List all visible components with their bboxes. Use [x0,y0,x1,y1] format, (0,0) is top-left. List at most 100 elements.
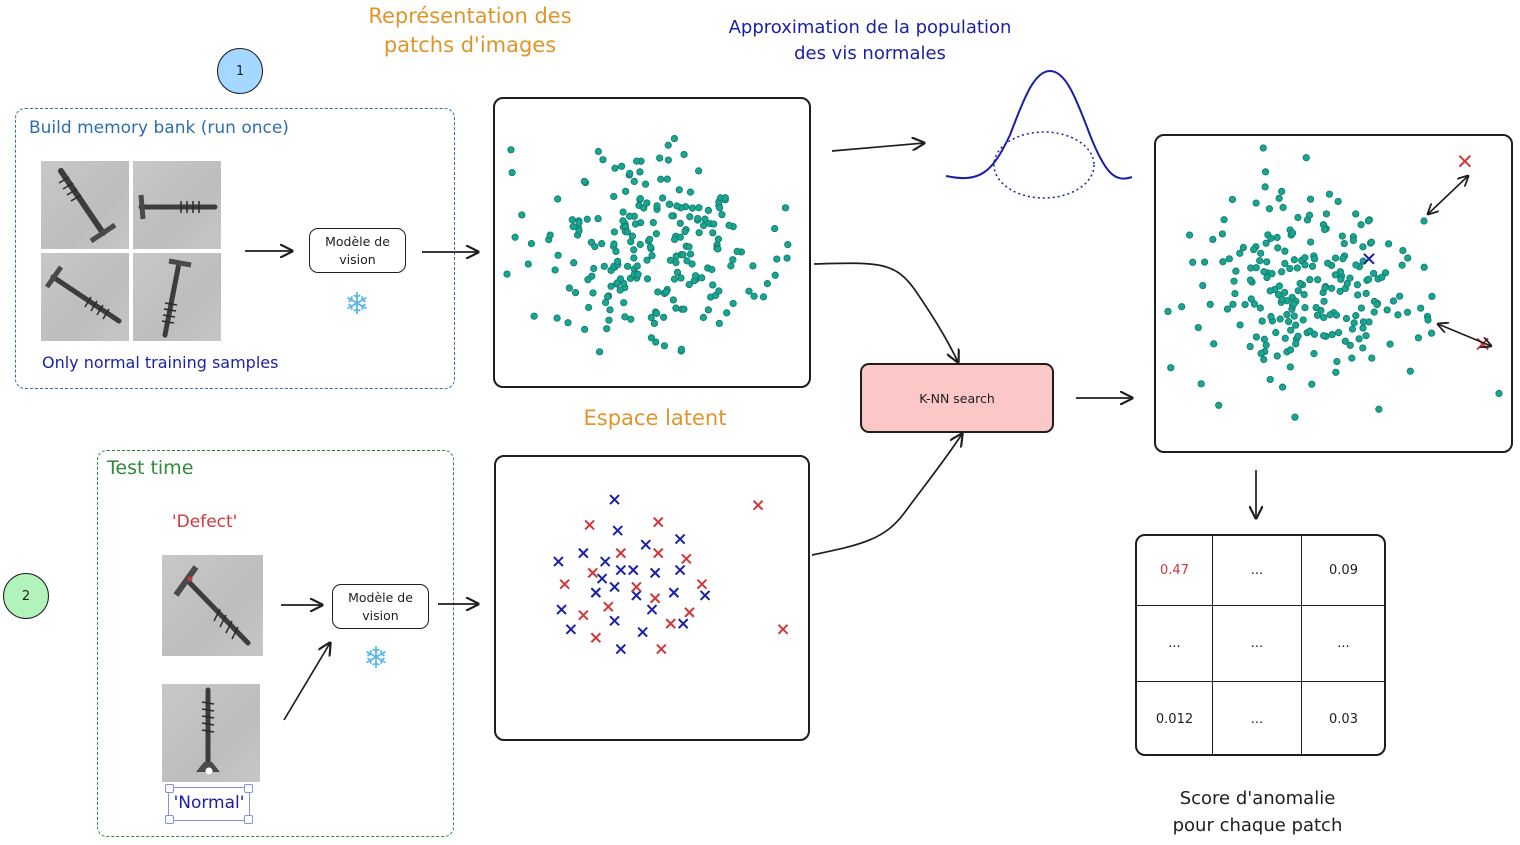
embedding-point [1291,413,1299,421]
training-image [41,161,129,249]
embedding-point [663,175,671,183]
embedding-point [1164,307,1172,316]
embedding-point [771,271,779,279]
embedding-point [660,313,668,321]
gaussian-line [945,69,1133,180]
title-line: Approximation de la population [728,17,1012,38]
embedding-point [670,235,679,244]
embedding-point [591,242,599,251]
training-image [133,161,221,249]
score-cell: ... [1213,536,1302,606]
normal-test-patch-marker [612,525,623,536]
normal-label-frame[interactable]: 'Normal' [165,784,253,824]
title-line: des vis normales [794,43,946,64]
embedding-point [1247,295,1255,303]
embedding-point [1341,337,1349,345]
embedding-point [716,204,724,212]
embedding-point [518,211,526,219]
embedding-point [1346,341,1354,349]
embedding-point [670,134,679,143]
embedding-point [1232,267,1240,275]
screw-icon [173,565,251,646]
embedding-point [1301,304,1309,312]
embedding-point [1281,334,1289,342]
embedding-point [1349,236,1357,245]
embedding-point [554,195,562,203]
embedding-point [708,265,716,274]
embedding-point [1403,308,1412,316]
normal-test-patch-marker [677,618,689,629]
embedding-point [1357,304,1366,312]
embedding-point [553,314,561,322]
embedding-point [1332,311,1341,319]
embedding-point [1357,221,1365,229]
embedding-point [656,154,664,162]
embedding-point [631,220,640,228]
embedding-point [1362,332,1370,340]
embedding-point [1267,234,1275,242]
normal-test-patch-marker [609,615,620,627]
memory-bank-caption: Only normal training samples [42,353,279,372]
defect-test-patch-marker [653,547,664,559]
embedding-point [1428,292,1436,301]
resize-handle[interactable] [165,815,174,824]
embedding-point [643,275,652,283]
model-label: vision [362,607,399,623]
embedding-point [1199,281,1207,290]
training-image [41,253,129,341]
score-cell: ... [1302,606,1384,682]
embedding-point [1286,363,1294,371]
embedding-point [1335,329,1343,337]
embedding-point [570,259,578,267]
embedding-point [784,240,792,249]
embedding-point [599,156,607,164]
embedding-point [685,281,693,289]
normal-test-patch-marker [646,604,658,615]
defect-test-patch-marker [752,499,764,511]
embedding-point [507,146,515,154]
resize-handle[interactable] [165,784,174,793]
embedding-point [524,260,532,268]
embedding-point [1306,327,1314,335]
normal-test-patch-marker [637,626,648,638]
embedding-point [646,243,655,251]
embedding-point [1236,249,1244,257]
embedding-point [594,215,602,223]
embedding-point [1302,154,1310,162]
embedding-point [1276,315,1284,323]
defect-test-patch-marker [584,519,595,531]
resize-handle[interactable] [244,784,253,793]
defect-spot [187,576,193,582]
embedding-point [1250,245,1258,254]
embedding-point [1404,254,1412,262]
embedding-point [1200,258,1209,266]
embedding-point [1294,287,1302,295]
test-time-box: Test time [97,450,454,837]
embedding-point [643,256,651,264]
embedding-point [1312,303,1320,312]
embedding-point [704,206,712,215]
embedding-point [729,299,737,308]
embedding-point [665,200,673,208]
embedding-point [1260,268,1268,276]
embedding-point [619,217,627,225]
normal-test-patch-marker [609,581,620,593]
embedding-point [1265,205,1274,213]
embedding-point [759,293,768,301]
normal-test-patch-marker [578,547,589,559]
embedding-point [630,177,638,186]
embedding-point [1328,284,1336,292]
embedding-point [662,288,670,296]
embedding-point [633,262,641,270]
resize-handle[interactable] [244,815,253,824]
embedding-point [1258,317,1266,325]
embedding-point [1294,213,1302,222]
defect-test-patch-marker [1458,154,1472,168]
embedding-point [1367,238,1376,246]
normal-test-patch-marker [699,590,711,601]
embedding-point [626,169,634,178]
gaussian-curve [945,69,1133,199]
embedding-point [1281,259,1289,268]
normal-test-patch-marker [631,590,642,601]
embedding-point [1342,314,1351,323]
